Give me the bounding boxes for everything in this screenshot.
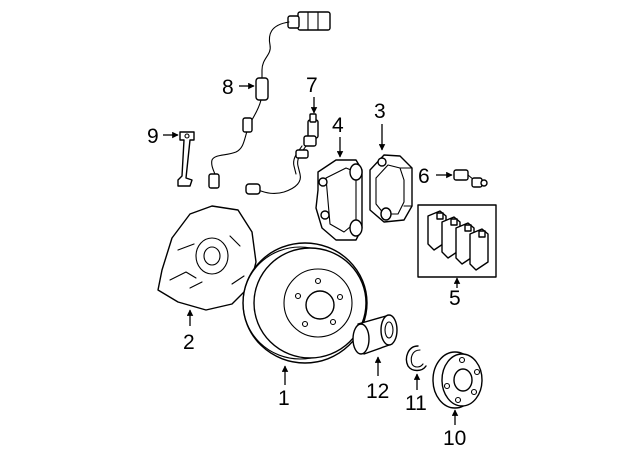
callout-label-8: 8 — [222, 76, 234, 99]
caliper-support-drawing[interactable] — [315, 159, 363, 241]
callout-label-6: 6 — [418, 165, 430, 188]
callout-label-11: 11 — [405, 392, 427, 415]
callout-label-1: 1 — [278, 387, 290, 410]
callout-11: 11 — [405, 373, 427, 415]
snap-ring-drawing[interactable] — [405, 345, 427, 372]
callout-label-10: 10 — [443, 427, 466, 450]
callout-6: 6 — [418, 165, 453, 188]
callout-label-2: 2 — [183, 331, 195, 354]
callout-5: 5 — [449, 277, 461, 310]
wheel-bearing-drawing[interactable] — [352, 314, 398, 355]
brake-hose-drawing[interactable] — [245, 113, 319, 195]
callout-3: 3 — [374, 100, 386, 151]
pad-wear-sensor-drawing[interactable] — [453, 169, 488, 188]
callout-10: 10 — [443, 409, 466, 450]
callout-8: 8 — [222, 76, 255, 99]
callout-9: 9 — [147, 125, 179, 148]
callout-label-5: 5 — [449, 287, 461, 310]
callout-label-3: 3 — [374, 100, 386, 123]
sensor-bracket-drawing[interactable] — [177, 131, 195, 187]
callout-label-9: 9 — [147, 125, 159, 148]
caliper-drawing[interactable] — [369, 154, 413, 223]
hub-drawing[interactable] — [432, 351, 483, 409]
abs-sensor-drawing[interactable] — [208, 11, 331, 189]
callout-12: 12 — [366, 356, 389, 403]
pad-set-drawing[interactable] — [417, 204, 497, 278]
brake-rotor-drawing[interactable] — [242, 242, 368, 364]
callout-1: 1 — [278, 365, 290, 410]
callout-4: 4 — [332, 114, 344, 158]
callout-2: 2 — [183, 309, 195, 354]
callout-label-4: 4 — [332, 114, 344, 137]
callout-label-7: 7 — [306, 74, 318, 97]
callout-label-12: 12 — [366, 380, 389, 403]
splash-shield-drawing[interactable] — [157, 205, 257, 311]
callout-7: 7 — [306, 74, 318, 114]
